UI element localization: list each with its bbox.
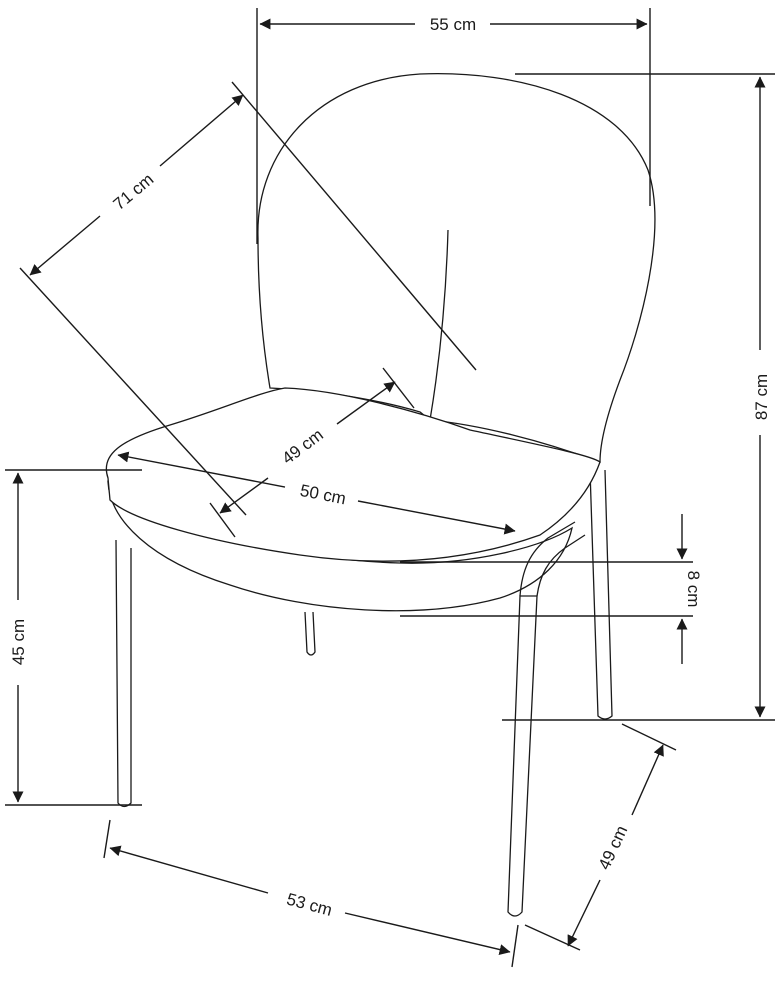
dim-width-top: 55 cm [256,8,651,244]
ext-tick-right [511,924,519,968]
dim-arrow [567,879,601,947]
front-leg-left [115,539,132,808]
dim-label-seat-thickness: 8 cm [684,571,703,608]
dim-arrow [29,215,101,276]
ext-line-lower [19,267,247,516]
chair-illustration [105,72,656,917]
dim-total-height: 87 cm [502,73,775,721]
dim-arrow [344,912,511,955]
dim-seat-height: 45 cm [5,469,142,806]
dim-arrow [357,500,516,535]
dim-arrow [159,94,244,167]
dim-label-back-diagonal: 71 cm [110,170,158,214]
ext-line-upper [231,81,477,371]
dim-base-depth: 49 cm [524,723,677,951]
dim-label-seat-height: 45 cm [9,619,28,665]
ext-tick-left [103,819,111,859]
dim-seat-thickness: 8 cm [400,514,703,664]
ext-tick-back [382,367,415,409]
rear-leg-right [589,469,613,720]
dim-base-width: 53 cm [103,819,519,968]
dim-label-base-depth: 49 cm [595,823,632,873]
seat-top [105,387,601,562]
dim-arrow [219,477,269,514]
leg-bracket [519,521,586,597]
front-leg-right [507,595,538,917]
dim-label-width-top: 55 cm [430,15,476,34]
dim-label-total-height: 87 cm [752,374,771,420]
dim-label-base-width: 53 cm [285,890,335,920]
ext-tick-front [209,502,236,538]
ext-tick-back [621,723,677,751]
dim-arrow [117,451,286,488]
rear-leg-left [304,611,316,656]
dim-arrow [336,381,396,425]
dim-arrow [631,744,664,816]
dim-arrow [109,845,269,894]
